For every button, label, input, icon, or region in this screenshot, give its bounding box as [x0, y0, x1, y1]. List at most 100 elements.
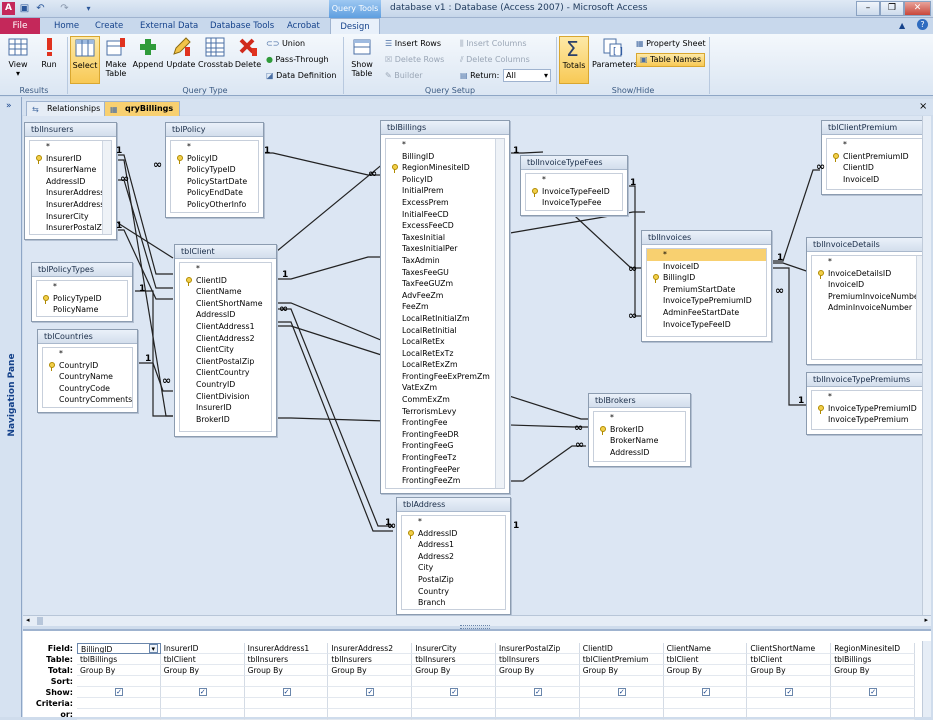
field-item[interactable]: FrontingFeeDR: [402, 429, 459, 439]
field-item[interactable]: LocalRetEx: [402, 337, 445, 347]
field-all-columns[interactable]: *: [53, 282, 57, 291]
scroll-thumb[interactable]: [37, 617, 43, 625]
grid-total-cell[interactable]: Group By: [244, 665, 329, 676]
field-item[interactable]: City: [418, 563, 434, 573]
table-title[interactable]: tblClientPremium: [822, 121, 930, 135]
show-checkbox[interactable]: ✓: [282, 688, 291, 696]
update-button[interactable]: Update: [166, 36, 196, 69]
field-item[interactable]: ClientShortName: [196, 298, 263, 308]
field-all-columns[interactable]: *: [46, 142, 50, 151]
field-item[interactable]: ClientID: [843, 163, 874, 173]
field-item[interactable]: FrontingFeeG: [402, 441, 454, 451]
grid-sort-cell[interactable]: [77, 676, 161, 687]
field-all-columns[interactable]: *: [59, 349, 63, 358]
tab-acrobat[interactable]: Acrobat: [287, 21, 320, 31]
append-button[interactable]: Append: [132, 36, 164, 69]
grid-or-cell[interactable]: [831, 709, 915, 720]
show-checkbox[interactable]: ✓: [366, 688, 375, 696]
show-checkbox[interactable]: ✓: [617, 688, 626, 696]
grid-table-cell[interactable]: tblBillings: [831, 654, 915, 665]
grid-vertical-scrollbar[interactable]: [922, 641, 931, 717]
field-item[interactable]: InvoiceID: [663, 261, 700, 271]
grid-or-cell[interactable]: [77, 709, 161, 720]
field-item[interactable]: LocalRetInitial: [402, 325, 457, 335]
field-item[interactable]: CountryID: [196, 379, 236, 389]
grid-total-cell[interactable]: Group By: [747, 665, 832, 676]
grid-field-cell[interactable]: RegionMinesiteID: [831, 643, 915, 654]
field-item[interactable]: InvoiceDetailsID: [812, 268, 925, 280]
minimize-icon[interactable]: –: [856, 1, 880, 16]
grid-criteria-cell[interactable]: [412, 698, 496, 709]
field-item[interactable]: FrontingFeePer: [402, 464, 460, 474]
builder-button[interactable]: ✎ Builder: [385, 70, 423, 82]
grid-show-cell[interactable]: ✓: [831, 687, 915, 698]
field-all-columns[interactable]: *: [610, 413, 614, 422]
grid-field-cell[interactable]: ClientID: [579, 643, 664, 654]
table-title[interactable]: tblBrokers: [589, 394, 690, 408]
grid-show-cell[interactable]: ✓: [496, 687, 580, 698]
grid-sort-cell[interactable]: [160, 676, 245, 687]
grid-sort-cell[interactable]: [579, 676, 664, 687]
tab-external-data[interactable]: External Data: [140, 21, 199, 31]
grid-criteria-cell[interactable]: [244, 698, 329, 709]
field-item[interactable]: AddressID: [402, 528, 505, 540]
grid-or-cell[interactable]: [412, 709, 496, 720]
field-item[interactable]: PolicyTypeID: [37, 293, 127, 305]
tab-create[interactable]: Create: [95, 21, 124, 31]
field-item[interactable]: AddressID: [46, 176, 86, 186]
grid-total-cell[interactable]: Group By: [663, 665, 748, 676]
grid-total-cell[interactable]: Group By: [160, 665, 245, 676]
field-item[interactable]: PolicyTypeID: [187, 165, 236, 175]
grid-show-cell[interactable]: ✓: [160, 687, 245, 698]
table-title[interactable]: tblPolicy: [166, 123, 263, 137]
field-item[interactable]: RegionMinesiteID: [386, 162, 504, 174]
canvas-horizontal-scrollbar[interactable]: ◂ ▸: [23, 615, 931, 626]
grid-or-cell[interactable]: [328, 709, 413, 720]
grid-field-cell[interactable]: BillingID▾: [77, 643, 161, 654]
field-item[interactable]: InsurerAddress1: [46, 188, 110, 198]
grid-criteria-cell[interactable]: [831, 698, 915, 709]
grid-table-cell[interactable]: tblInsurers: [328, 654, 413, 665]
table-title[interactable]: tblInvoices: [642, 231, 771, 245]
grid-criteria-cell[interactable]: [496, 698, 580, 709]
tab-database-tools[interactable]: Database Tools: [210, 21, 275, 31]
splitter-handle[interactable]: [460, 625, 490, 629]
field-item[interactable]: AddressID: [196, 310, 236, 320]
view-button[interactable]: View▾: [4, 36, 32, 78]
grid-table-cell[interactable]: tblClient: [663, 654, 748, 665]
access-logo-icon[interactable]: A: [2, 2, 15, 15]
field-item[interactable]: BrokerName: [610, 436, 659, 446]
navigation-pane[interactable]: [0, 97, 22, 717]
grid-table-cell[interactable]: tblBillings: [77, 654, 161, 665]
tab-file[interactable]: File: [0, 18, 40, 34]
grid-or-cell[interactable]: [496, 709, 580, 720]
field-list-scrollbar[interactable]: [916, 256, 925, 359]
grid-show-cell[interactable]: ✓: [747, 687, 832, 698]
field-item[interactable]: BillingID: [402, 151, 435, 161]
grid-show-cell[interactable]: ✓: [77, 687, 161, 698]
table-tblinvoicetypepremiums[interactable]: tblInvoiceTypePremiums*InvoiceTypePremiu…: [806, 372, 931, 435]
undo-icon[interactable]: ↶: [36, 3, 45, 14]
delete-rows-button[interactable]: ☒ Delete Rows: [385, 54, 444, 66]
field-item[interactable]: ClientCity: [196, 345, 234, 355]
field-item[interactable]: CommExZm: [402, 395, 450, 405]
field-item[interactable]: CountryCode: [59, 383, 110, 393]
close-document-icon[interactable]: ×: [919, 101, 928, 112]
field-item[interactable]: InsurerAddress2: [46, 199, 110, 209]
grid-table-cell[interactable]: tblClient: [160, 654, 245, 665]
field-item[interactable]: TaxesInitial: [402, 232, 446, 242]
field-item[interactable]: InvoiceTypeFeeID: [663, 319, 731, 329]
